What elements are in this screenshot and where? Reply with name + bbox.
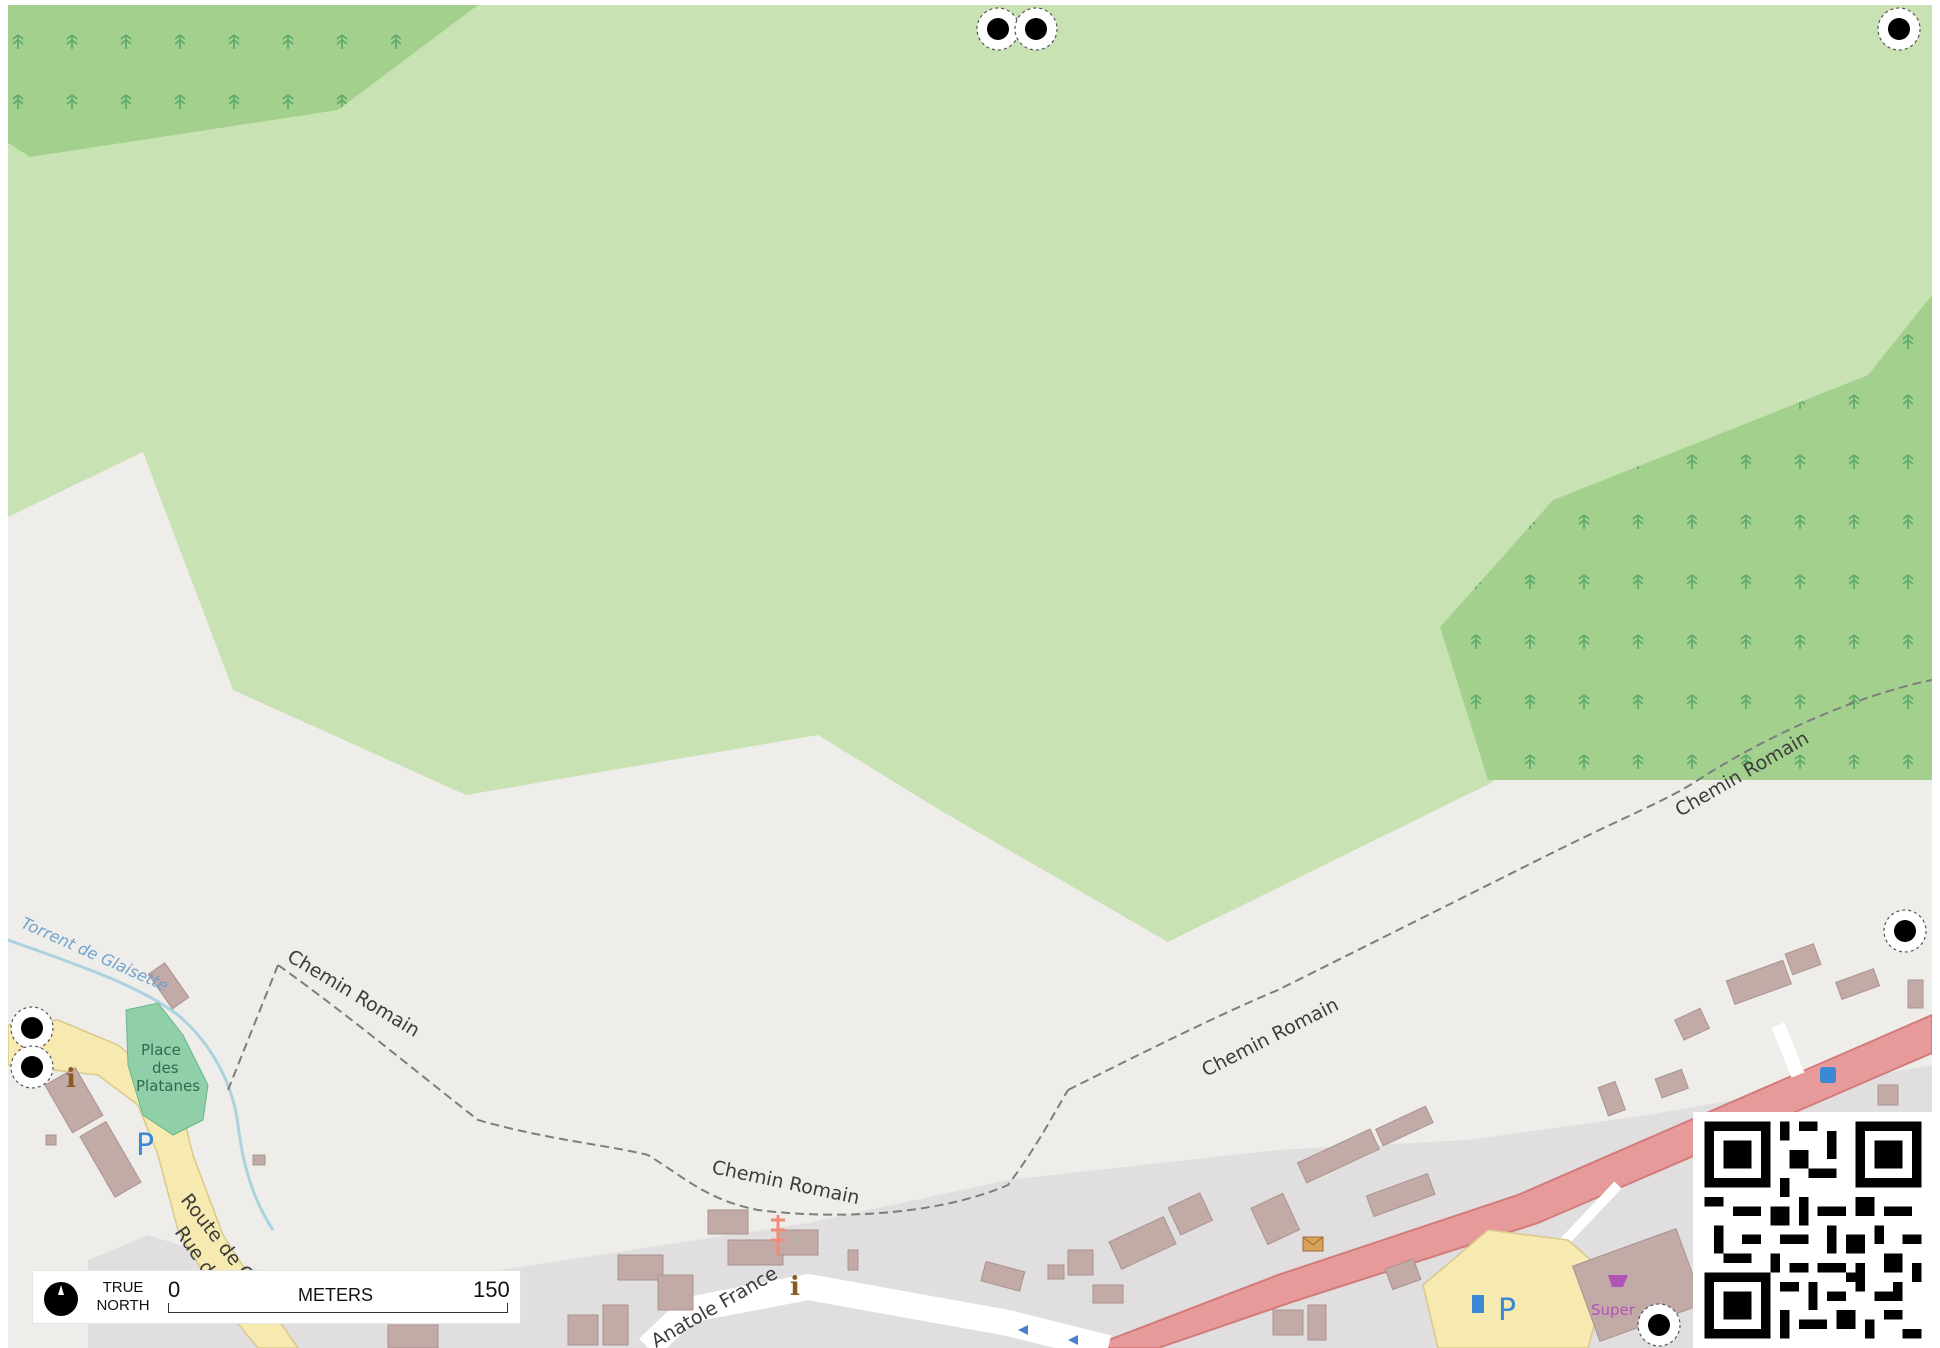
label-place-line1: Place	[141, 1041, 181, 1059]
oneway-arrows	[1018, 1325, 1078, 1345]
scale-line	[168, 1303, 508, 1313]
forest-right-trees	[1440, 295, 1932, 780]
map-marker[interactable]	[10, 1045, 54, 1089]
label-place-line3: Platanes	[136, 1077, 200, 1095]
scale-zero-label: 0	[168, 1277, 181, 1302]
parking-icon-right[interactable]: P	[1498, 1293, 1516, 1328]
map-marker[interactable]	[1014, 7, 1058, 51]
steps-icon	[771, 1215, 785, 1255]
map-viewport[interactable]: i P i P Chemin Romain Chemin Romain	[8, 5, 1932, 1348]
bus-stop-icon[interactable]	[1820, 1067, 1836, 1083]
main-road	[1087, 1013, 1932, 1348]
map-marker[interactable]	[1637, 1303, 1681, 1347]
true-north-line1: TRUE	[102, 1279, 144, 1296]
torrent-river	[8, 938, 275, 1231]
map-canvas[interactable]: i P i P Chemin Romain Chemin Romain	[8, 5, 1932, 1348]
scale-bar: TRUE NORTH 0 METERS 150	[32, 1270, 521, 1324]
qr-code-icon[interactable]	[1693, 1112, 1933, 1348]
map-marker[interactable]	[1883, 909, 1927, 953]
meadow-area	[8, 5, 1932, 942]
forest-top-left-trees	[8, 5, 478, 157]
tourist-info-icon-center[interactable]: i	[790, 1272, 800, 1302]
park-place-des-platanes	[125, 1002, 209, 1136]
scale-max-label: 150	[473, 1277, 510, 1302]
true-north-line2: NORTH	[96, 1297, 150, 1314]
fuel-station-icon[interactable]	[1472, 1295, 1484, 1313]
chemin-romain-path-north	[1067, 679, 1932, 1091]
parking-icon-left[interactable]: P	[136, 1128, 154, 1163]
buildings-group	[44, 943, 1924, 1348]
true-north-label: TRUE NORTH	[93, 1279, 153, 1315]
map-marker[interactable]	[10, 1006, 54, 1050]
label-place-line2: des	[152, 1059, 179, 1077]
map-marker[interactable]	[1877, 7, 1921, 51]
post-office-icon[interactable]	[1302, 1236, 1324, 1252]
scale-unit-label: METERS	[298, 1285, 374, 1305]
chemin-romain-path-south	[227, 964, 1069, 1216]
map-marker[interactable]	[976, 7, 1020, 51]
secondary-road-anatole	[639, 1273, 1112, 1348]
secondary-road-branch	[1771, 1022, 1805, 1078]
supermarket-icon[interactable]	[1608, 1275, 1628, 1287]
label-supermarket: Super	[1591, 1301, 1636, 1319]
qr-code-graphic	[1695, 1112, 1931, 1348]
north-arrow-icon	[44, 1282, 78, 1316]
tourist-info-icon-left[interactable]: i	[66, 1064, 76, 1094]
